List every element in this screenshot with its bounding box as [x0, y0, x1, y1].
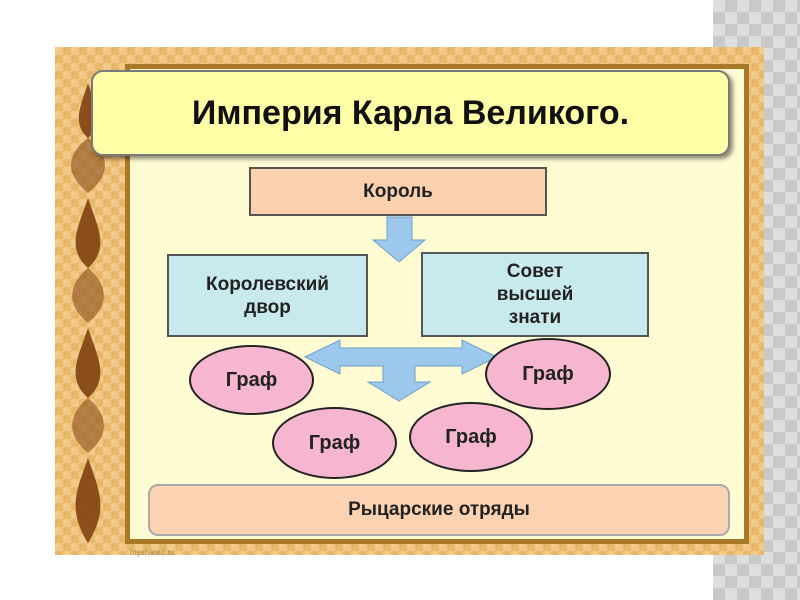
count-node: Граф — [409, 402, 533, 472]
count-node: Граф — [189, 345, 314, 415]
count-node: Граф — [272, 407, 397, 479]
council-label: Совет высшей знати — [496, 261, 574, 328]
watermark: myshared.ru — [130, 548, 175, 557]
royal-court-label: Королевский двор — [206, 273, 329, 318]
council-node: Совет высшей знати — [421, 252, 649, 337]
branch-arrow — [303, 339, 499, 402]
title-box: Империя Карла Великого. — [91, 70, 730, 156]
royal-court-node: Королевский двор — [167, 254, 368, 337]
king-node: Король — [249, 167, 547, 216]
knights-node: Рыцарские отряды — [148, 484, 730, 536]
page-title: Империя Карла Великого. — [191, 93, 630, 132]
down-arrow — [371, 216, 427, 263]
count-node: Граф — [485, 338, 611, 410]
